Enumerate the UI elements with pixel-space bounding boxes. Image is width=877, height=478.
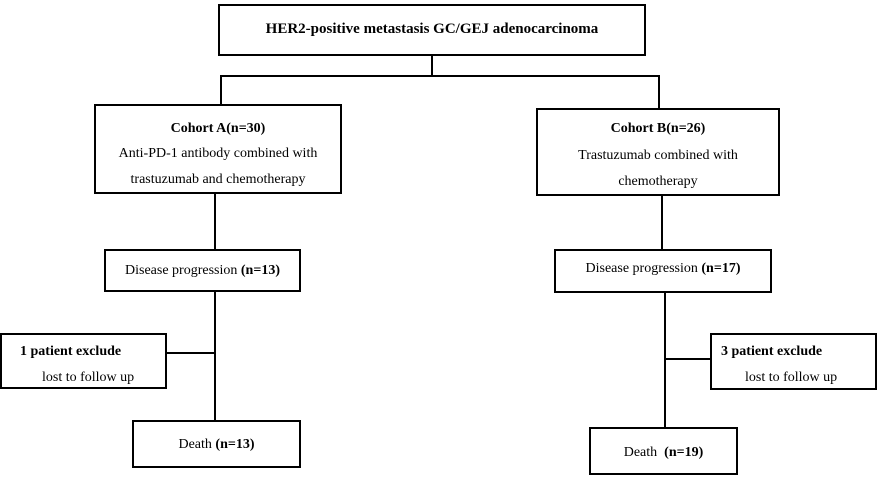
connector-a-to-progression [214,193,216,250]
cohort-b-treatment-line2: chemotherapy [618,174,698,189]
connector-b-exclude-branch [664,358,712,360]
cohort-b-exclude-box: 3 patient exclude lost to follow up [710,333,877,390]
cohort-a-title: Cohort A(n=30) [170,121,266,136]
connector-to-cohort-b [658,75,660,109]
cohort-b-progression-box: Disease progression (n=17) [554,249,772,293]
connector-a-progression-to-death [214,291,216,421]
cohort-b-progression-text: Disease progression (n=17) [556,261,770,278]
cohort-a-exclude-reason: lost to follow up [42,370,135,385]
cohort-a-progression-text: Disease progression (n=13) [106,263,299,280]
cohort-a-progression-label: Disease progression [125,263,241,278]
cohort-b-death-text: Death (n=19) [591,445,736,462]
connector-b-progression-to-death [664,292,666,428]
cohort-a-treatment-line2: trastuzumab and chemotherapy [130,172,306,187]
connector-horizontal-split [220,75,660,77]
cohort-a-exclude-box: 1 patient exclude lost to follow up [0,333,167,389]
cohort-a-exclude-title: 1 patient exclude [20,344,122,359]
cohort-a-treatment-line1: Anti-PD-1 antibody combined with [118,146,318,161]
cohort-a-box: Cohort A(n=30) Anti-PD-1 antibody combin… [94,104,342,194]
cohort-b-title: Cohort B(n=26) [610,121,706,136]
cohort-b-exclude-reason: lost to follow up [745,370,838,385]
cohort-b-progression-label: Disease progression [585,261,702,276]
connector-top-down [431,55,433,77]
connector-b-to-progression [661,195,663,250]
cohort-a-death-box: Death (n=13) [132,420,301,468]
cohort-b-box: Cohort B(n=26) Trastuzumab combined with… [536,108,780,196]
cohort-b-death-label: Death [623,445,665,460]
cohort-b-death-box: Death (n=19) [589,427,738,475]
cohort-a-death-label: Death [178,437,216,452]
cohort-a-death-text: Death (n=13) [134,437,299,454]
cohort-b-treatment-line1: Trastuzumab combined with [578,148,738,163]
cohort-b-exclude-title: 3 patient exclude [721,344,823,359]
cohort-a-death-count: (n=13) [215,437,255,452]
connector-to-cohort-a [220,75,222,105]
cohort-b-death-count: (n=19) [664,445,704,460]
connector-a-exclude-branch [166,352,216,354]
population-title: HER2-positive metastasis GC/GEJ adenocar… [265,21,599,37]
cohort-a-progression-box: Disease progression (n=13) [104,249,301,292]
cohort-a-progression-count: (n=13) [240,263,280,278]
cohort-b-progression-count: (n=17) [701,261,741,276]
population-box: HER2-positive metastasis GC/GEJ adenocar… [218,4,646,56]
